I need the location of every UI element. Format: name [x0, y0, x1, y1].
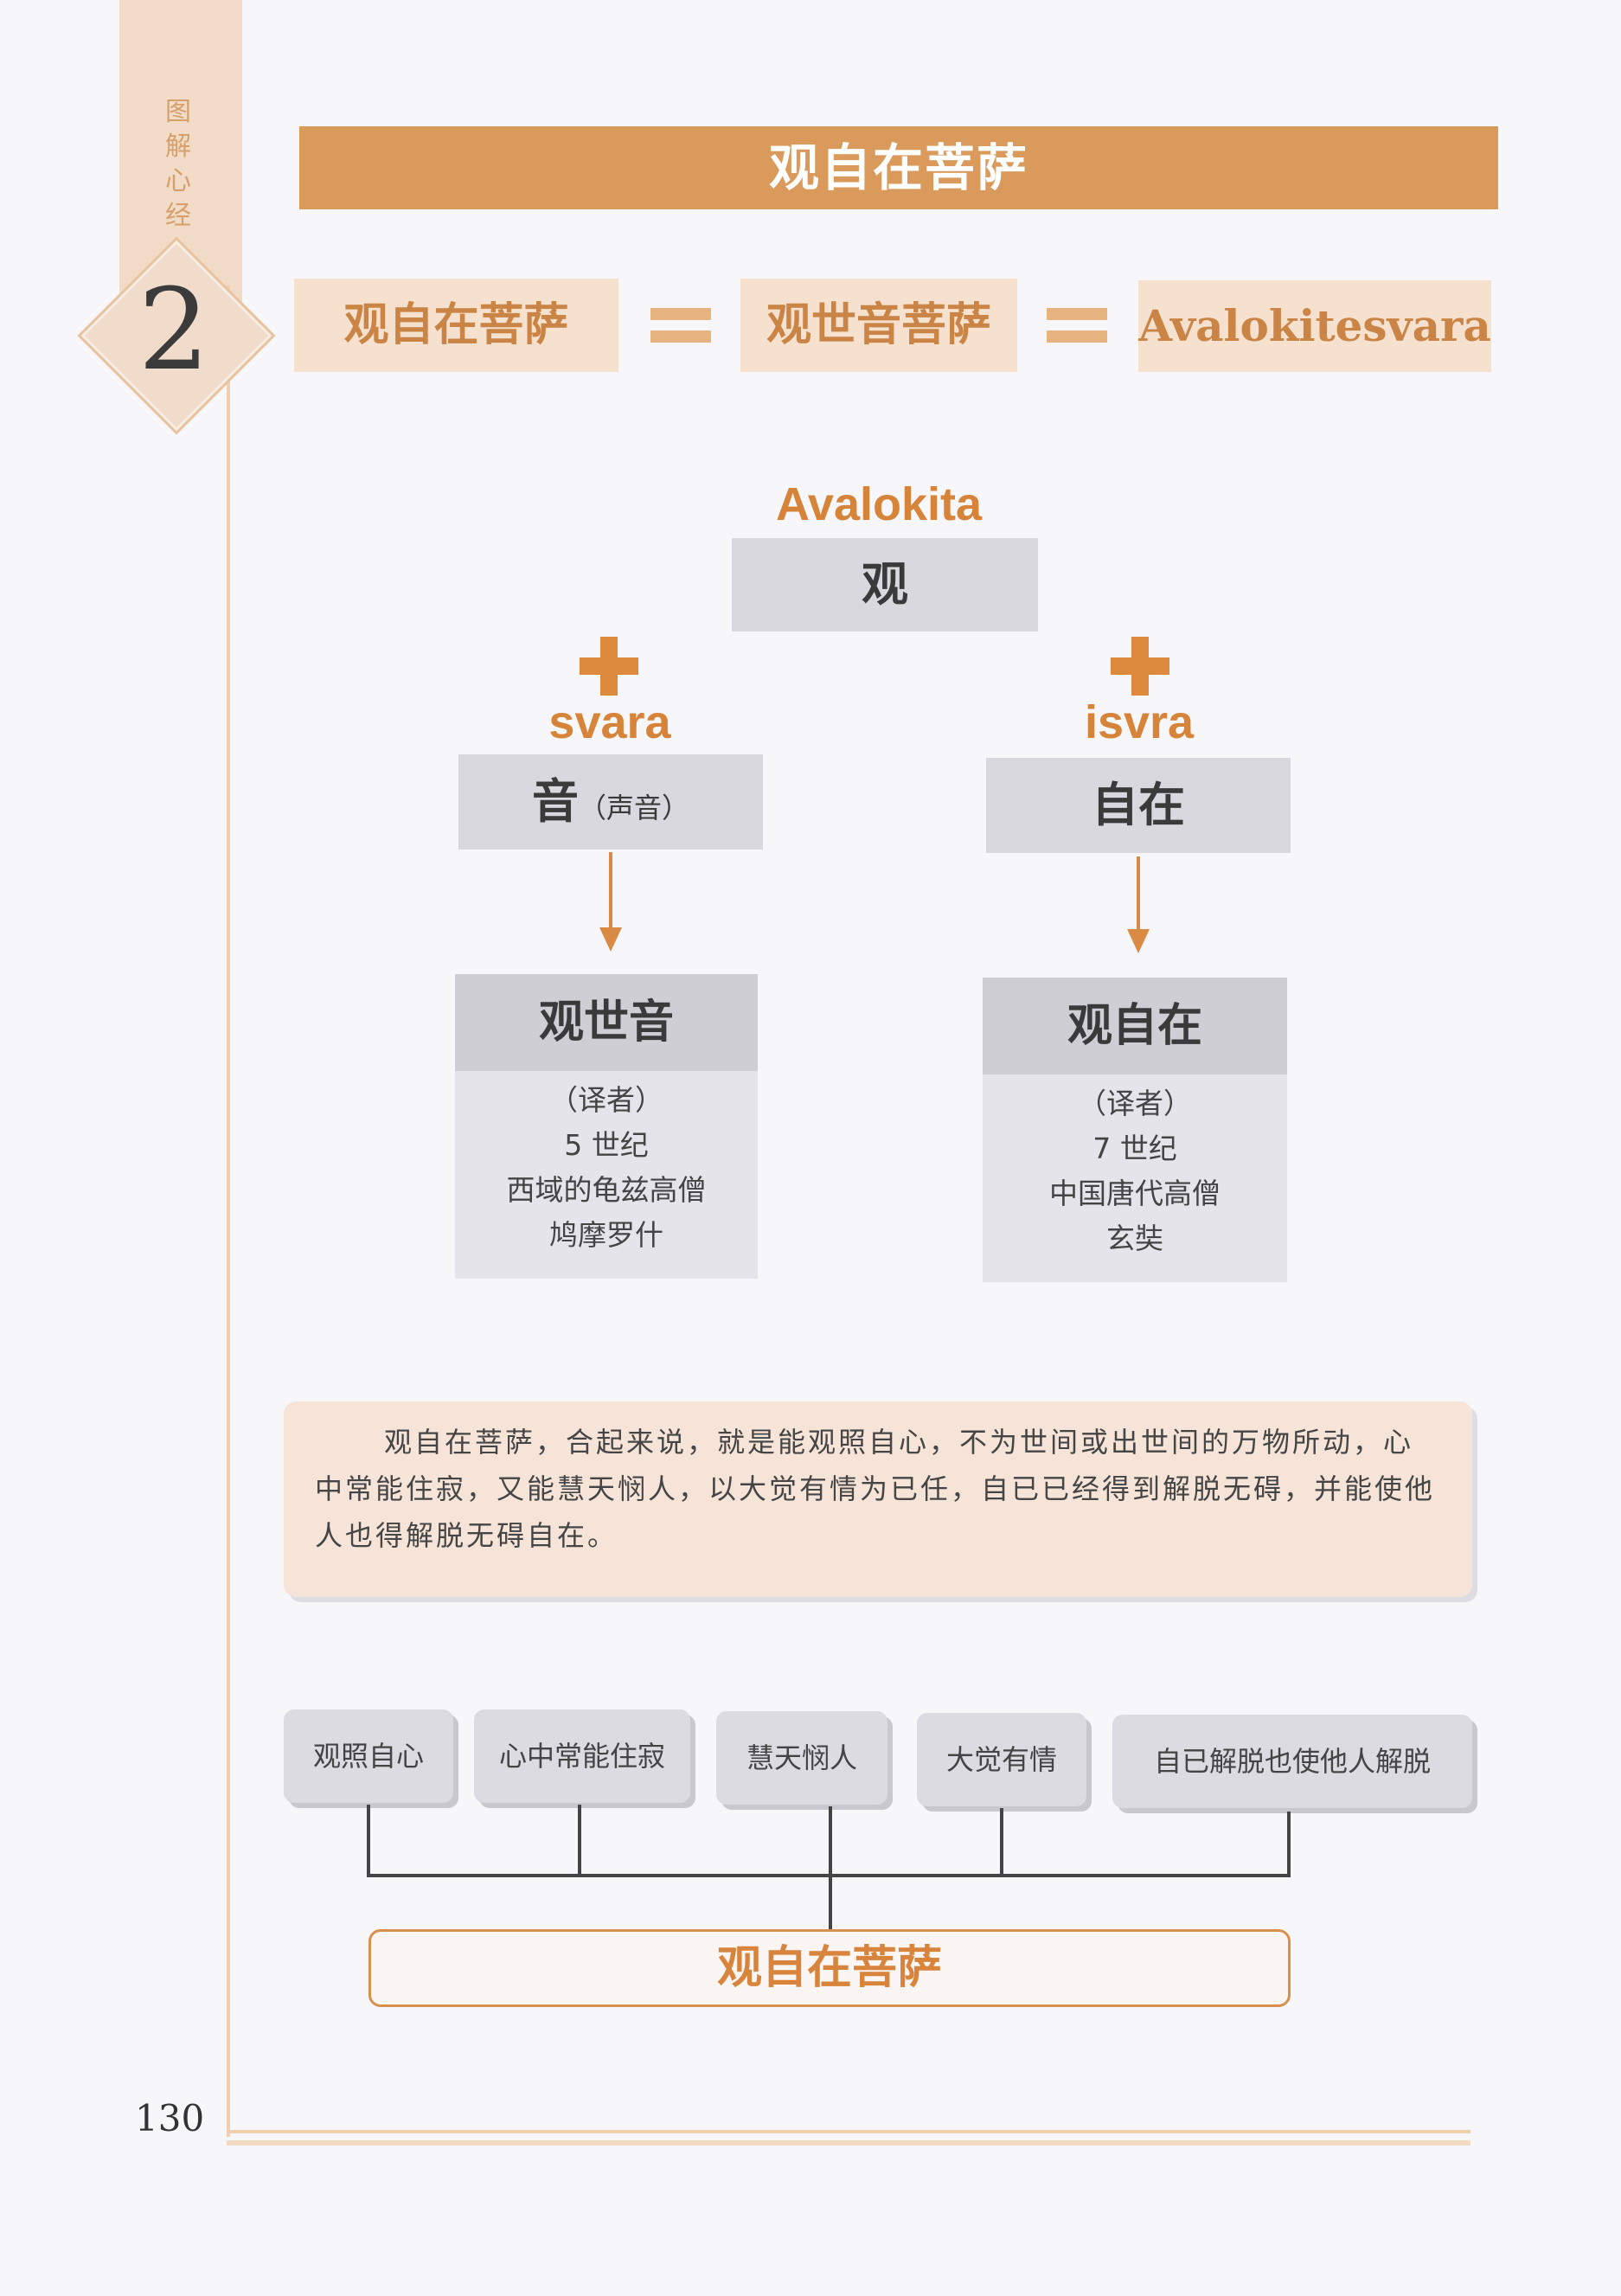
book-title: 图解心经: [165, 97, 191, 231]
footer-rule: [227, 2140, 1470, 2145]
left-result-line: 鸠摩罗什: [549, 1218, 663, 1252]
arrow-down-icon: [1127, 929, 1150, 953]
page-number: 130: [135, 2097, 205, 2139]
left-result-title: 观世音: [455, 974, 758, 1071]
footer-rule: [227, 2130, 1470, 2133]
right-arrow-line: [1137, 856, 1140, 931]
left-arrow-line: [609, 852, 612, 928]
left-meaning-box: 音（声音）: [458, 754, 763, 850]
connector-line: [1287, 1812, 1291, 1876]
connector-line: [1000, 1808, 1003, 1876]
equation-term-2: 观世音菩萨: [740, 279, 1017, 372]
explanation-paragraph: 观自在菩萨，合起来说，就是能观照自心，不为世间或出世间的万物所动，心中常能住寂，…: [284, 1401, 1472, 1597]
equals-icon: [650, 305, 711, 346]
page-title-banner: 观自在菩萨: [299, 126, 1498, 209]
summary-result-box: 观自在菩萨: [368, 1929, 1291, 2007]
right-result-line: 玄奘: [1106, 1222, 1163, 1255]
summary-item: 大觉有情: [917, 1713, 1086, 1806]
connector-line: [829, 1806, 832, 1929]
equation-term-3: Avalokitesvara: [1138, 280, 1491, 372]
left-result-box: 观世音 （译者） 5 世纪 西域的龟兹高僧 鸠摩罗什: [455, 974, 758, 1279]
summary-item: 慧天悯人: [716, 1711, 887, 1805]
equation-term-1: 观自在菩萨: [294, 279, 618, 372]
right-result-line: （译者）: [1078, 1087, 1192, 1120]
equals-icon: [1047, 305, 1107, 346]
right-result-line: 中国唐代高僧: [1049, 1177, 1221, 1210]
right-result-title: 观自在: [983, 978, 1287, 1074]
summary-item: 自已解脱也使他人解脱: [1112, 1715, 1472, 1808]
right-result-box: 观自在 （译者） 7 世纪 中国唐代高僧 玄奘: [983, 978, 1287, 1282]
summary-item: 观照自心: [284, 1709, 453, 1803]
side-vertical-rule: [227, 285, 230, 2137]
left-result-line: 西域的龟兹高僧: [506, 1173, 707, 1207]
left-meaning-note: （声音）: [578, 792, 689, 824]
plus-icon: [1111, 637, 1169, 696]
right-sanskrit-label: isvra: [1084, 696, 1195, 748]
arrow-down-icon: [599, 927, 622, 952]
left-meaning-main: 音: [531, 774, 579, 829]
connector-bar: [367, 1874, 1291, 1877]
right-result-line: 7 世纪: [1092, 1132, 1177, 1165]
connector-line: [367, 1805, 370, 1876]
left-result-line: （译者）: [549, 1083, 663, 1117]
summary-item: 心中常能住寂: [474, 1709, 690, 1803]
left-result-line: 5 世纪: [564, 1128, 649, 1162]
root-box: 观: [732, 538, 1038, 632]
chapter-number: 2: [138, 264, 210, 395]
left-sanskrit-label: svara: [548, 696, 671, 748]
plus-icon: [580, 637, 638, 696]
right-meaning-box: 自在: [986, 758, 1291, 853]
root-sanskrit-label: Avalokita: [775, 478, 983, 530]
connector-line: [578, 1805, 581, 1876]
